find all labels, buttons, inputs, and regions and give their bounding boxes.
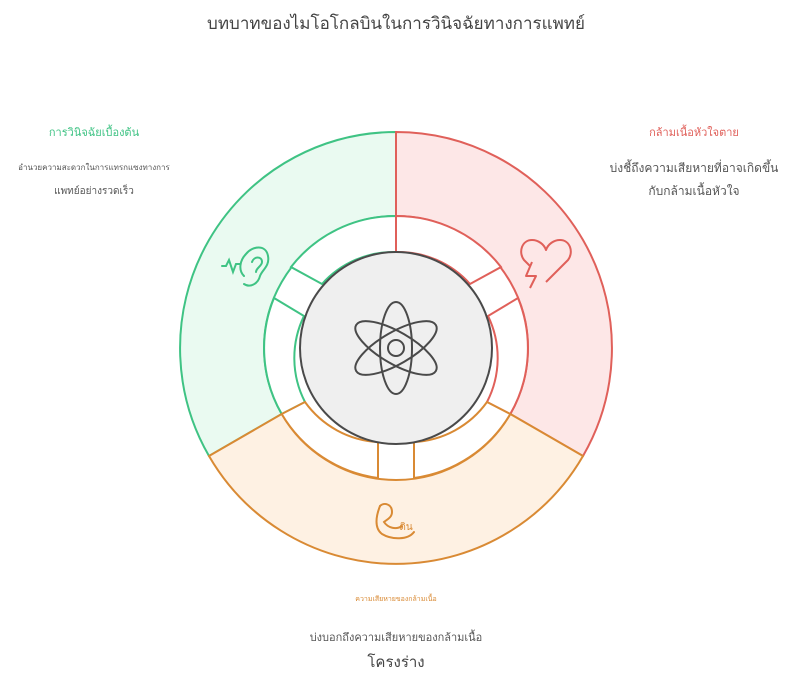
inner-arc-bottom	[280, 400, 512, 480]
inner-arc-right	[395, 214, 529, 416]
bottom-segment-desc-line2: โครงร่าง	[367, 653, 425, 671]
right-segment-desc-line2: กับกล้ามเนื้อหัวใจ	[648, 184, 740, 198]
heart-pulse-icon	[520, 239, 572, 289]
flexed-arm-icon: ดิน	[375, 503, 415, 540]
bottom-segment-heading: ความเสียหายของกล้ามเนื้อ	[355, 595, 437, 603]
flexed-arm-icon-label: ดิน	[399, 522, 412, 533]
left-segment-heading: การวินิจฉัยเบื้องต้น	[48, 126, 140, 139]
right-segment-desc-line1: บ่งชี้ถึงความเสียหายที่อาจเกิดขึ้น	[609, 161, 779, 175]
diagram-title: บทบาทของไมโอโกลบินในการวินิจฉัยทางการแพท…	[207, 14, 585, 34]
left-segment-desc-line2: แพทย์อย่างรวดเร็ว	[54, 186, 134, 197]
center-hub	[299, 251, 493, 445]
right-segment-heading: กล้ามเนื้อหัวใจตาย	[649, 126, 739, 139]
bottom-segment-desc-line1: บ่งบอกถึงความเสียหายของกล้ามเนื้อ	[309, 631, 483, 644]
atom-icon	[354, 301, 438, 395]
left-segment-desc-line1: อำนวยความสะดวกในการแทรกแซงทางการ	[18, 163, 170, 172]
ear-icon	[221, 246, 270, 287]
